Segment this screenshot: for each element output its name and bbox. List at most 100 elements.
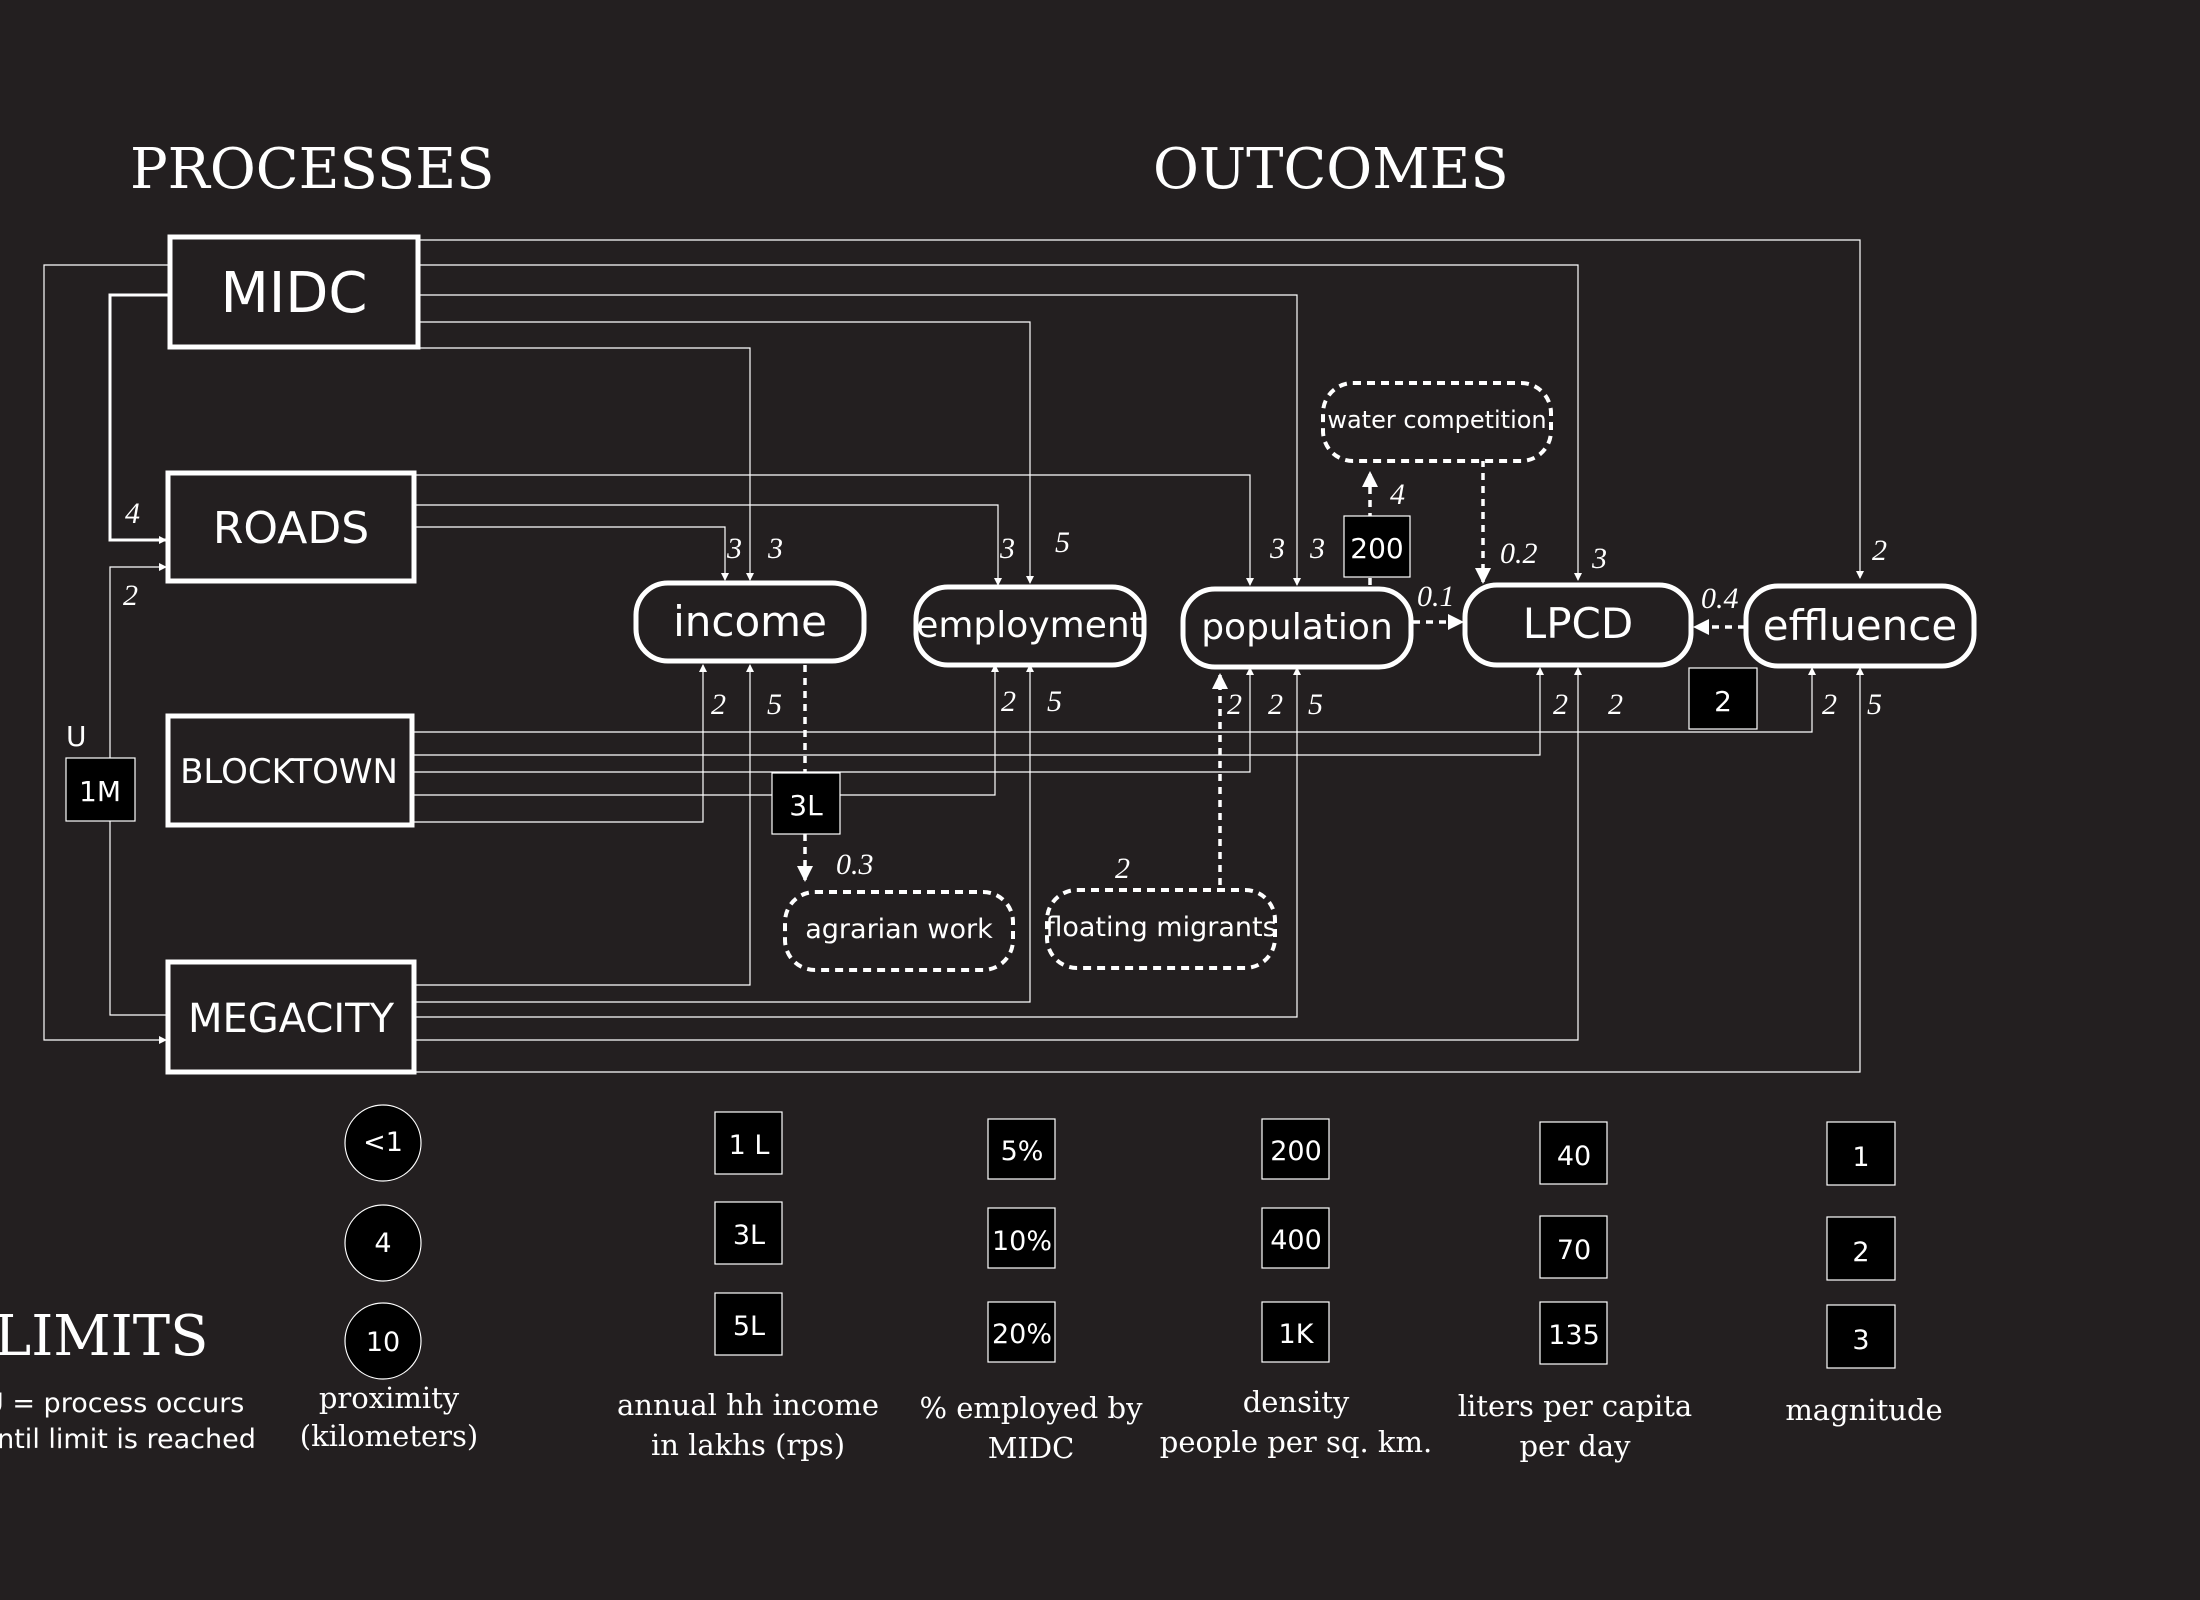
legend-magnitude-value: 1: [1852, 1142, 1869, 1173]
outcome-lpcd[interactable]: LPCD: [1462, 582, 1694, 668]
legend-density-label-2: people per sq. km.: [1160, 1425, 1432, 1459]
edge-blocktown-income: [412, 664, 707, 823]
svg-text:3L: 3L: [789, 789, 823, 822]
legend-density-value: 1K: [1279, 1319, 1315, 1350]
outcome-population[interactable]: population: [1180, 586, 1414, 670]
edge-roads-income: [414, 526, 729, 581]
legend-proximity-value: <1: [363, 1127, 403, 1158]
edge-midc-megacity: [43, 264, 170, 1044]
edge-label: 4: [125, 497, 140, 530]
legend-lpcd-label-1: liters per capita: [1458, 1389, 1692, 1423]
outcome-employment[interactable]: employment: [913, 584, 1147, 668]
edge-label: 2: [1268, 688, 1283, 721]
legend-employment-label-2: MIDC: [988, 1431, 1075, 1465]
outcomes-heading: OUTCOMES: [1153, 137, 1509, 202]
legend-magnitude-value: 3: [1852, 1325, 1869, 1356]
edge-blocktown-employment: [412, 664, 999, 796]
legend-income-value: 1 L: [729, 1130, 770, 1161]
edge-label: 2: [711, 688, 726, 721]
edge-megacity-employment: [414, 664, 1034, 1003]
edge-label: 2: [1608, 688, 1623, 721]
legend-proximity: <1 4 10 proximity (kilometers): [300, 1104, 478, 1453]
outcome-population-label: population: [1201, 607, 1393, 648]
svg-text:1M: 1M: [79, 775, 121, 808]
legend-employment: 5% 10% 20% % employed by MIDC: [919, 1118, 1143, 1465]
outcome-effluence-label: effluence: [1763, 601, 1957, 650]
edge-blocktown-population: [412, 667, 1254, 773]
edge-label: 0.2: [1500, 537, 1538, 570]
limit-u-label: U: [66, 720, 87, 753]
outcome-employment-label: employment: [916, 605, 1144, 646]
legend-proximity-label-1: proximity: [319, 1381, 460, 1415]
legend-proximity-label-2: (kilometers): [300, 1419, 478, 1453]
legend-lpcd-label-2: per day: [1519, 1429, 1631, 1463]
process-megacity-label: MEGACITY: [188, 996, 395, 1042]
edge-midc-effluence: [418, 239, 1864, 579]
node-floating-migrants[interactable]: floating migrants: [1045, 888, 1277, 970]
process-blocktown-label: BLOCKTOWN: [180, 752, 398, 792]
node-water-competition[interactable]: water competition: [1321, 381, 1553, 463]
process-roads[interactable]: ROADS: [165, 470, 417, 584]
process-blocktown[interactable]: BLOCKTOWN: [165, 713, 415, 828]
edge-label: 2: [1227, 688, 1242, 721]
edge-label: 2: [1553, 688, 1568, 721]
outcome-income-label: income: [673, 597, 827, 646]
legend-lpcd-value: 40: [1557, 1141, 1591, 1172]
edge-label: 3: [999, 532, 1015, 565]
legend-density-label-1: density: [1243, 1385, 1350, 1419]
edge-roads-population: [414, 474, 1254, 586]
legend-magnitude-label: magnitude: [1785, 1393, 1942, 1427]
edge-label: 5: [1055, 526, 1070, 559]
limits-note-line-2: until limit is reached: [0, 1424, 256, 1455]
process-megacity[interactable]: MEGACITY: [165, 959, 417, 1075]
outcome-effluence[interactable]: effluence: [1743, 583, 1977, 669]
edge-label: 3: [767, 532, 783, 565]
edge-label: 5: [1308, 688, 1323, 721]
legend-density-value: 200: [1270, 1136, 1322, 1167]
limit-population-badge: 200: [1343, 515, 1411, 578]
node-agrarian-work[interactable]: agrarian work: [783, 890, 1015, 972]
legend-density-value: 400: [1270, 1225, 1322, 1256]
edge-label: 2: [1872, 534, 1887, 567]
legend-income-value: 5L: [733, 1311, 765, 1342]
svg-text:200: 200: [1350, 532, 1403, 565]
node-agrarian-work-label: agrarian work: [805, 914, 993, 945]
edge-midc-roads: [108, 293, 170, 544]
legend-employment-value: 10%: [992, 1226, 1052, 1257]
svg-text:2: 2: [1714, 685, 1732, 718]
limit-megacity-badge: 1M: [65, 757, 136, 822]
edge-label: 2: [123, 579, 138, 612]
edge-megacity-effluence: [414, 667, 1864, 1073]
edge-midc-population: [418, 294, 1301, 586]
edge-label: 3: [1309, 532, 1325, 565]
outcome-lpcd-label: LPCD: [1523, 599, 1633, 648]
outcome-income[interactable]: income: [633, 580, 867, 664]
legend-magnitude-value: 2: [1852, 1237, 1869, 1268]
edge-label: 5: [767, 688, 782, 721]
node-floating-migrants-label: floating migrants: [1045, 912, 1276, 943]
limits-note-line-1: U = process occurs: [0, 1388, 244, 1419]
process-midc[interactable]: MIDC: [167, 234, 421, 350]
edge-megacity-income: [414, 664, 754, 986]
edge-label: 0.3: [836, 848, 874, 881]
legend-lpcd: 40 70 135 liters per capita per day: [1458, 1121, 1692, 1463]
legend-income-label-1: annual hh income: [617, 1388, 879, 1422]
legend-magnitude: 1 2 3 magnitude: [1785, 1121, 1943, 1427]
edge-label: 3: [726, 532, 742, 565]
edge-label: 0.4: [1701, 582, 1739, 615]
edge-midc-income: [418, 347, 754, 581]
edge-roads-employment: [414, 504, 1002, 586]
edge-label: 0.1: [1417, 580, 1455, 613]
limit-income-badge: 3L: [771, 772, 841, 835]
legend-lpcd-value: 70: [1557, 1235, 1591, 1266]
edge-label: 2: [1115, 852, 1130, 885]
edge-midc-employment: [418, 321, 1034, 584]
legend-income-value: 3L: [733, 1220, 765, 1251]
edge-label: 3: [1591, 542, 1607, 575]
connector-lines: [43, 239, 1864, 1073]
limits-heading: LIMITS: [0, 1304, 208, 1369]
node-water-competition-label: water competition: [1327, 406, 1546, 434]
legend-income-label-2: in lakhs (rps): [651, 1428, 845, 1462]
process-midc-label: MIDC: [220, 261, 367, 326]
